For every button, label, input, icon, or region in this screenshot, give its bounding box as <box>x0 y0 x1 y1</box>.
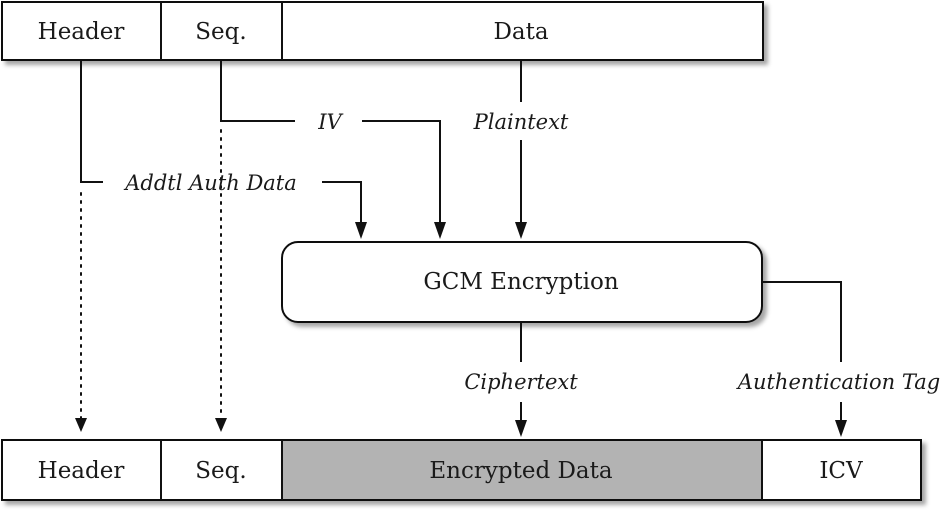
iv-arrowhead <box>434 222 446 239</box>
ciphertext-label: Ciphertext <box>464 370 578 394</box>
top-packet <box>1 1 764 61</box>
top-packet-outline <box>1 1 764 61</box>
top-data-field: Data <box>493 19 548 45</box>
header-to-aad-line <box>80 61 103 183</box>
icv-field: ICV <box>819 458 863 484</box>
aad-arrowhead <box>355 222 367 239</box>
authtag-arrowhead <box>835 420 847 437</box>
seq-dotted-arrowhead <box>215 418 227 432</box>
iv-label: IV <box>317 110 343 134</box>
bottom-seq-field: Seq. <box>195 458 246 484</box>
encrypted-data-field: Encrypted Data <box>429 458 612 484</box>
ciphertext-arrowhead <box>515 420 527 437</box>
aad-to-gcm-line <box>322 181 362 224</box>
header-dotted-arrowhead <box>75 418 87 432</box>
gcm-encryption-label: GCM Encryption <box>423 269 618 295</box>
gcm-to-authtag-line <box>763 281 842 362</box>
bottom-header-field: Header <box>38 458 125 484</box>
encrypted-data-fill <box>282 441 762 499</box>
gcm-encryption-box-group <box>281 241 763 323</box>
aad-label: Addtl Auth Data <box>123 171 297 195</box>
gcm-encryption-box <box>281 241 763 323</box>
top-seq-field: Seq. <box>195 19 246 45</box>
plaintext-label: Plaintext <box>473 110 569 134</box>
auth-tag-label: Authentication Tag <box>736 370 940 394</box>
iv-to-gcm-line <box>362 120 441 224</box>
top-header-field: Header <box>38 19 125 45</box>
plaintext-arrowhead <box>515 222 527 239</box>
seq-to-iv-line <box>220 61 295 122</box>
